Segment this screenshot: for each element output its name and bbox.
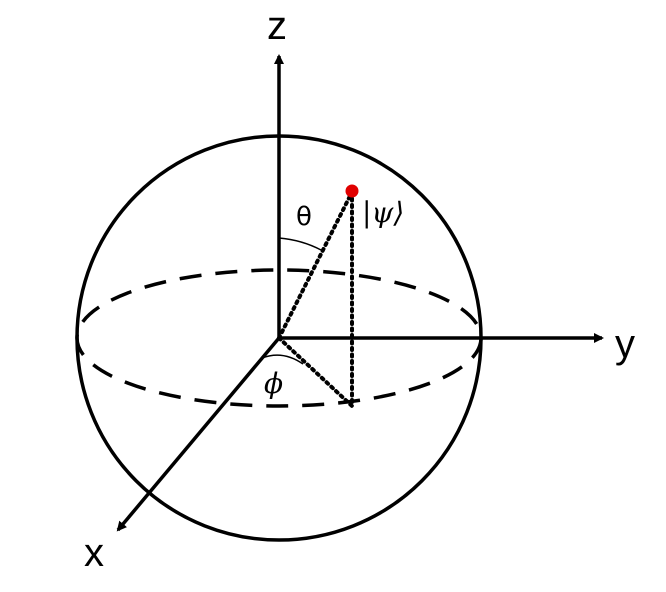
y-axis-label: y [615,322,635,366]
x-axis-label: x [84,531,104,575]
x-axis [116,336,281,532]
state-point [345,184,359,198]
theta-arc [278,237,322,251]
planar-projection-dotted [277,336,354,408]
phi-arc [261,354,304,365]
state-vector-dotted [277,190,354,340]
z-axis-label: z [267,4,287,48]
state-label: |ψ⟩ [362,196,404,229]
phi-label: ϕ [264,367,283,400]
theta-label: θ [296,202,312,232]
